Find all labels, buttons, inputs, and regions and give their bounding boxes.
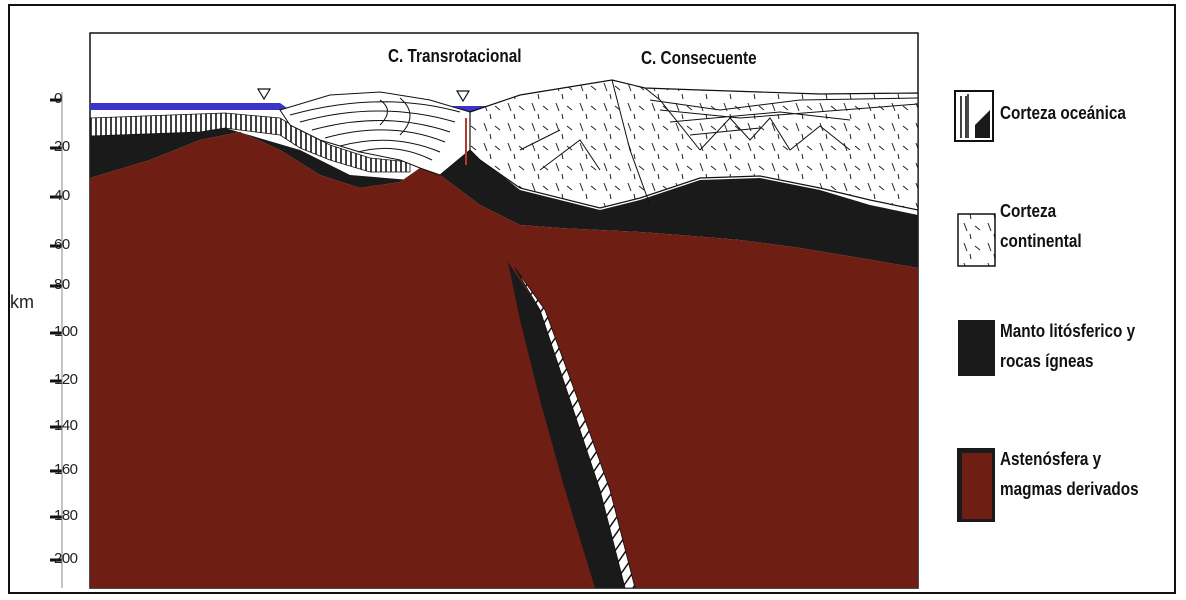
legend-asthenosphere-line-2: magmas derivados [1000,474,1139,504]
legend-swatch-mantle [958,320,995,376]
tick-label-20: 20 [54,138,70,155]
region-label-consecuente: C. Consecuente [641,48,757,69]
tick-label-200: 200 [54,550,78,567]
tick-label-60: 60 [54,236,70,253]
axis-unit-label: km [10,292,34,313]
legend-label-continental: Corteza continental [1000,196,1082,256]
tick-label-100: 100 [54,323,78,340]
tick-label-180: 180 [54,507,78,524]
legend-swatch-asthenosphere [957,448,995,522]
legend-swatch-oceanic [955,91,993,141]
tick-label-40: 40 [54,187,70,204]
tick-label-120: 120 [54,371,78,388]
legend-oceanic-line-1: Corteza oceánica [1000,98,1126,128]
legend-mantle-line-1: Manto litósferico y [1000,316,1135,346]
legend-swatch-continental [958,214,995,266]
tick-label-80: 80 [54,276,70,293]
legend-continental-line-2: continental [1000,226,1082,256]
tick-label-160: 160 [54,461,78,478]
legend-continental-line-1: Corteza [1000,196,1082,226]
tick-label-140: 140 [54,417,78,434]
legend-label-asthenosphere: Astenósfera y magmas derivados [1000,444,1139,504]
legend-label-oceanic: Corteza oceánica [1000,98,1126,128]
legend-asthenosphere-line-1: Astenósfera y [1000,444,1139,474]
legend-mantle-line-2: rocas ígneas [1000,346,1135,376]
legend-label-mantle: Manto litósferico y rocas ígneas [1000,316,1135,376]
region-label-transrotacional: C. Transrotacional [388,46,521,67]
ocean-water [90,103,290,110]
tick-label-0: 0 [54,90,62,107]
